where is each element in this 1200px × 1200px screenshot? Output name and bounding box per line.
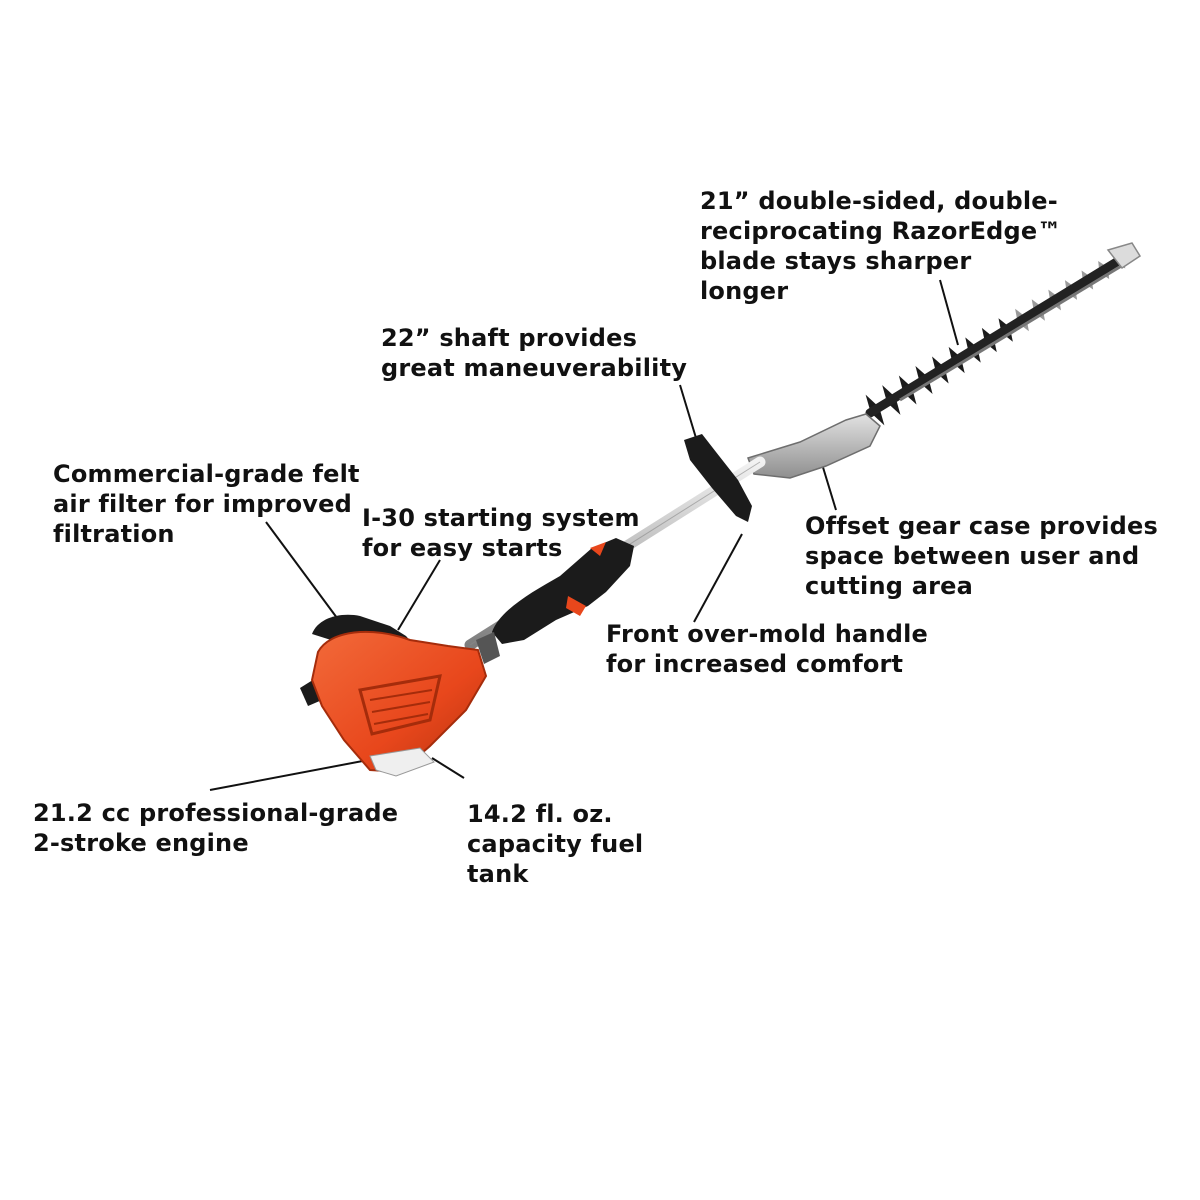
front-handle	[684, 434, 752, 522]
leader-blade	[939, 279, 959, 346]
callout-blade: 21” double-sided, double- reciprocating …	[700, 187, 1062, 305]
callout-gear-case: Offset gear case provides space between …	[805, 512, 1158, 600]
engine	[300, 614, 500, 777]
engine-housing	[310, 630, 488, 774]
gear-case	[747, 413, 881, 479]
leader-front-handle	[693, 533, 743, 623]
rear-grip-handle	[492, 538, 634, 644]
leader-lines	[209, 279, 959, 791]
callout-starting-system: I-30 starting system for easy starts	[362, 504, 640, 562]
callout-fuel-tank: 14.2 fl. oz. capacity fuel tank	[467, 800, 644, 888]
hedge-blade	[865, 242, 1142, 426]
leader-engine	[209, 759, 369, 791]
leader-gear-case	[821, 463, 837, 511]
callout-shaft: 22” shaft provides great maneuverability	[381, 324, 688, 382]
leader-starting	[397, 559, 441, 631]
callout-engine: 21.2 cc professional-grade 2-stroke engi…	[33, 799, 399, 857]
callout-front-handle: Front over-mold handle for increased com…	[606, 620, 929, 678]
leader-air-filter	[265, 521, 341, 623]
callout-air-filter: Commercial-grade felt air filter for imp…	[53, 460, 360, 548]
leader-fuel-tank	[431, 757, 465, 779]
leader-shaft	[679, 384, 697, 439]
